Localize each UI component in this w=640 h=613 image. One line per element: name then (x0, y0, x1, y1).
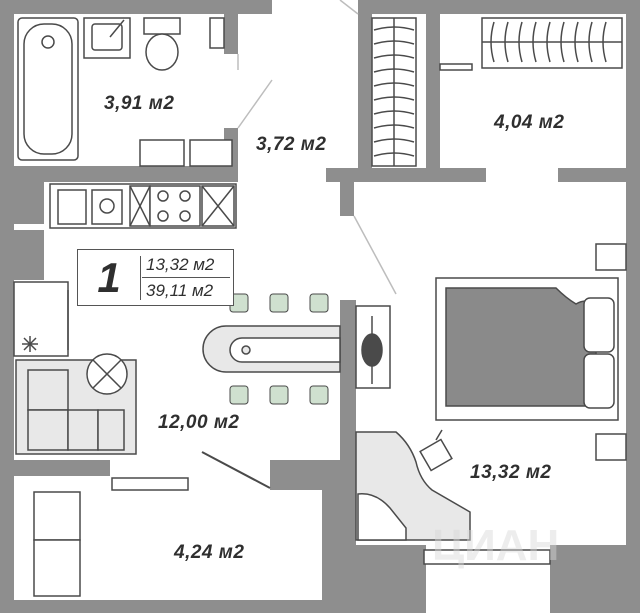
watermark: ЦИАН (432, 521, 559, 570)
kitchen-counter (49, 183, 237, 229)
room-label-wardrobe: 4,04 м2 (494, 112, 565, 133)
bed (435, 277, 619, 421)
wardrobe-left-rack (371, 17, 417, 167)
dining-chairs (229, 293, 329, 405)
round-table (86, 353, 128, 395)
room-label-bathroom: 3,91 м2 (104, 93, 175, 114)
desk-chair (419, 429, 453, 472)
legend-divider-horizontal (142, 277, 230, 278)
total-area: 39,11 м2 (146, 281, 214, 300)
bedroom-window (423, 549, 551, 565)
balcony-cabinet (33, 491, 81, 597)
door-swings (237, 0, 397, 295)
room-label-hallway: 3,72 м2 (256, 134, 327, 155)
room-count: 1 (97, 254, 121, 301)
living-area: 13,32 м2 (146, 255, 215, 274)
room-label-balcony: 4,24 м2 (174, 542, 245, 563)
sofa (15, 359, 137, 455)
tv-stand (355, 305, 391, 389)
room-label-kitchen: 12,00 м2 (158, 412, 240, 433)
desk (355, 431, 471, 541)
bathtub (17, 17, 79, 161)
wardrobe-top-rack (439, 17, 623, 71)
dining-table (202, 325, 341, 373)
sink-bathroom (83, 17, 131, 59)
fridge (13, 281, 69, 357)
kitchen-door (201, 451, 271, 489)
room-label-bedroom: 13,32 м2 (470, 462, 552, 483)
legend-divider-vertical (140, 256, 141, 300)
bathroom-shelves (139, 17, 233, 167)
toilet (143, 17, 181, 71)
balcony-door-frame (111, 477, 189, 491)
bedside-tables (595, 243, 627, 461)
apartment-summary: 1 13,32 м2 39,11 м2 (77, 249, 234, 306)
